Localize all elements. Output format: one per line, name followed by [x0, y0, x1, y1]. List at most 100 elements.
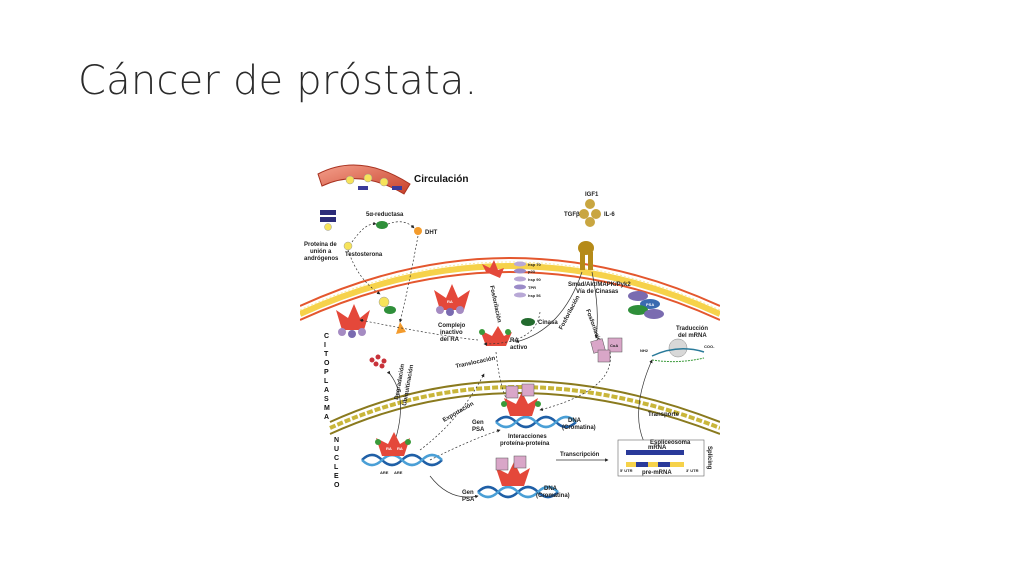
coa-label: CoA	[610, 343, 618, 348]
label-translocacion: Translocación	[455, 356, 496, 370]
label-testosterona: Testosterona	[345, 252, 383, 258]
label-are-2: ARE	[394, 470, 403, 475]
testosterone-cytoplasm	[378, 296, 390, 308]
label-interacciones-1: Interacciones	[508, 434, 547, 440]
svg-text:L: L	[324, 378, 329, 385]
label-ra-activo-2: activo	[510, 345, 528, 351]
label-gen-psa-2b: PSA	[462, 497, 475, 503]
reductase-cytoplasm	[384, 306, 396, 314]
svg-text:RA: RA	[397, 446, 403, 451]
svg-text:T: T	[324, 351, 329, 358]
kinase	[521, 318, 535, 326]
label-hsp70: hsp 70	[528, 262, 541, 267]
label-are-1: ARE	[380, 470, 389, 475]
dna-strand-main	[361, 453, 443, 467]
svg-text:U: U	[334, 446, 339, 453]
chaperones	[482, 260, 526, 298]
reductase-enzyme	[376, 221, 388, 229]
svg-text:E: E	[334, 473, 339, 480]
svg-text:N: N	[334, 437, 339, 444]
label-circulacion: Circulación	[414, 174, 468, 185]
label-proteina-3: andrógenos	[304, 256, 339, 262]
label-smad: Smad/Akt/MAPK/Pyk2	[568, 282, 631, 288]
label-espliceosoma: Espliceosoma	[650, 440, 691, 446]
svg-text:A: A	[324, 414, 329, 421]
ar-dimer-nucleus: RA RA	[375, 432, 411, 456]
label-cinasa: Cinasa	[538, 320, 558, 326]
label-dna-1a: DNA	[568, 418, 582, 424]
inactive-ar-complex: RA	[434, 284, 470, 316]
label-via-cinasas: Vía de Cinasas	[576, 289, 619, 295]
ribosome	[651, 338, 705, 363]
label-coo: COO-	[704, 344, 715, 349]
label-fosforilacion-2: Fosforilación	[558, 295, 581, 331]
svg-text:I: I	[324, 342, 326, 349]
label-reductasa: 5α-reductasa	[366, 212, 404, 218]
splicing-box	[617, 439, 705, 477]
active-ar	[479, 326, 512, 346]
label-p23: p23	[528, 269, 536, 274]
svg-text:M: M	[324, 405, 330, 412]
label-complejo-3: del RA	[440, 337, 460, 343]
growth-factors	[579, 199, 601, 227]
label-mrna: mRNA	[648, 445, 667, 451]
label-utr3: 3' UTR	[686, 468, 699, 473]
label-nh2: NH2	[640, 348, 649, 353]
svg-text:S: S	[324, 396, 329, 403]
label-citoplasma: C I T O P L A S M A	[324, 333, 330, 421]
label-igf1: IGF1	[585, 192, 599, 198]
label-traduccion-1: Traducción	[676, 326, 708, 332]
label-splicing: Splicing	[706, 446, 712, 470]
binding-protein	[320, 210, 336, 231]
dna-strand-upper	[495, 383, 577, 429]
ar-degradation-complex	[336, 304, 370, 338]
svg-text:C: C	[324, 333, 329, 340]
svg-text:C: C	[334, 455, 339, 462]
coactivators: CoA	[590, 337, 623, 363]
label-complejo-2: inactivo	[440, 330, 463, 336]
ar-label: RA	[447, 299, 453, 304]
label-transcripcion: Transcripción	[560, 452, 600, 458]
dna-strand-lower	[477, 455, 559, 499]
svg-text:RA: RA	[386, 446, 392, 451]
label-gen-psa-1b: PSA	[472, 427, 485, 433]
label-fosforilacion-1: Fosforilación	[488, 285, 502, 323]
svg-text:P: P	[324, 369, 329, 376]
svg-text:O: O	[324, 360, 330, 367]
label-interacciones-2: proteína-proteína	[500, 441, 550, 447]
label-nucleo: N U C L E O	[334, 437, 340, 489]
label-dht: DHT	[425, 230, 438, 236]
label-gen-psa-2a: Gen	[462, 490, 474, 496]
label-gen-psa-1a: Gen	[472, 420, 484, 426]
label-exportacion: Exportación	[442, 401, 475, 424]
label-proteina-1: Proteína de	[304, 242, 337, 248]
testosterone-molecule	[343, 241, 353, 251]
cell-membrane	[300, 257, 720, 321]
label-traduccion-2: del mRNA	[678, 333, 707, 339]
label-dna-2a: DNA	[544, 486, 558, 492]
label-tpr: TPR	[528, 285, 536, 290]
label-hsp56: hsp 56	[528, 293, 541, 298]
label-proteina-2: unión a	[310, 249, 332, 255]
label-transporte: Transporte	[648, 412, 680, 418]
label-premrna: pre-mRNA	[642, 470, 672, 476]
prostate-cancer-pathway-diagram: Circulación Proteína de unión a andrógen…	[300, 164, 720, 503]
psa-label: PSA	[646, 302, 654, 307]
svg-text:A: A	[324, 387, 329, 394]
svg-text:O: O	[334, 482, 340, 489]
label-il6: IL-6	[604, 212, 615, 218]
svg-text:L: L	[334, 464, 339, 471]
dht-cytoplasm	[396, 322, 406, 334]
dht-molecule	[414, 227, 422, 235]
label-utr5: 5' UTR	[620, 468, 633, 473]
label-tgfb: TGFβ	[564, 212, 580, 218]
membrane-receptor	[578, 241, 594, 270]
blood-vessel	[317, 164, 411, 195]
label-dna-2b: (Cromatina)	[536, 493, 570, 499]
degraded-fragments	[369, 354, 387, 369]
label-hsp90: hsp 90	[528, 277, 541, 282]
label-complejo-1: Complejo	[438, 323, 466, 329]
label-ra-activo-1: RA	[510, 338, 519, 344]
label-dna-1b: (Cromatina)	[562, 425, 596, 431]
psa-proteins: PSA	[628, 291, 664, 319]
